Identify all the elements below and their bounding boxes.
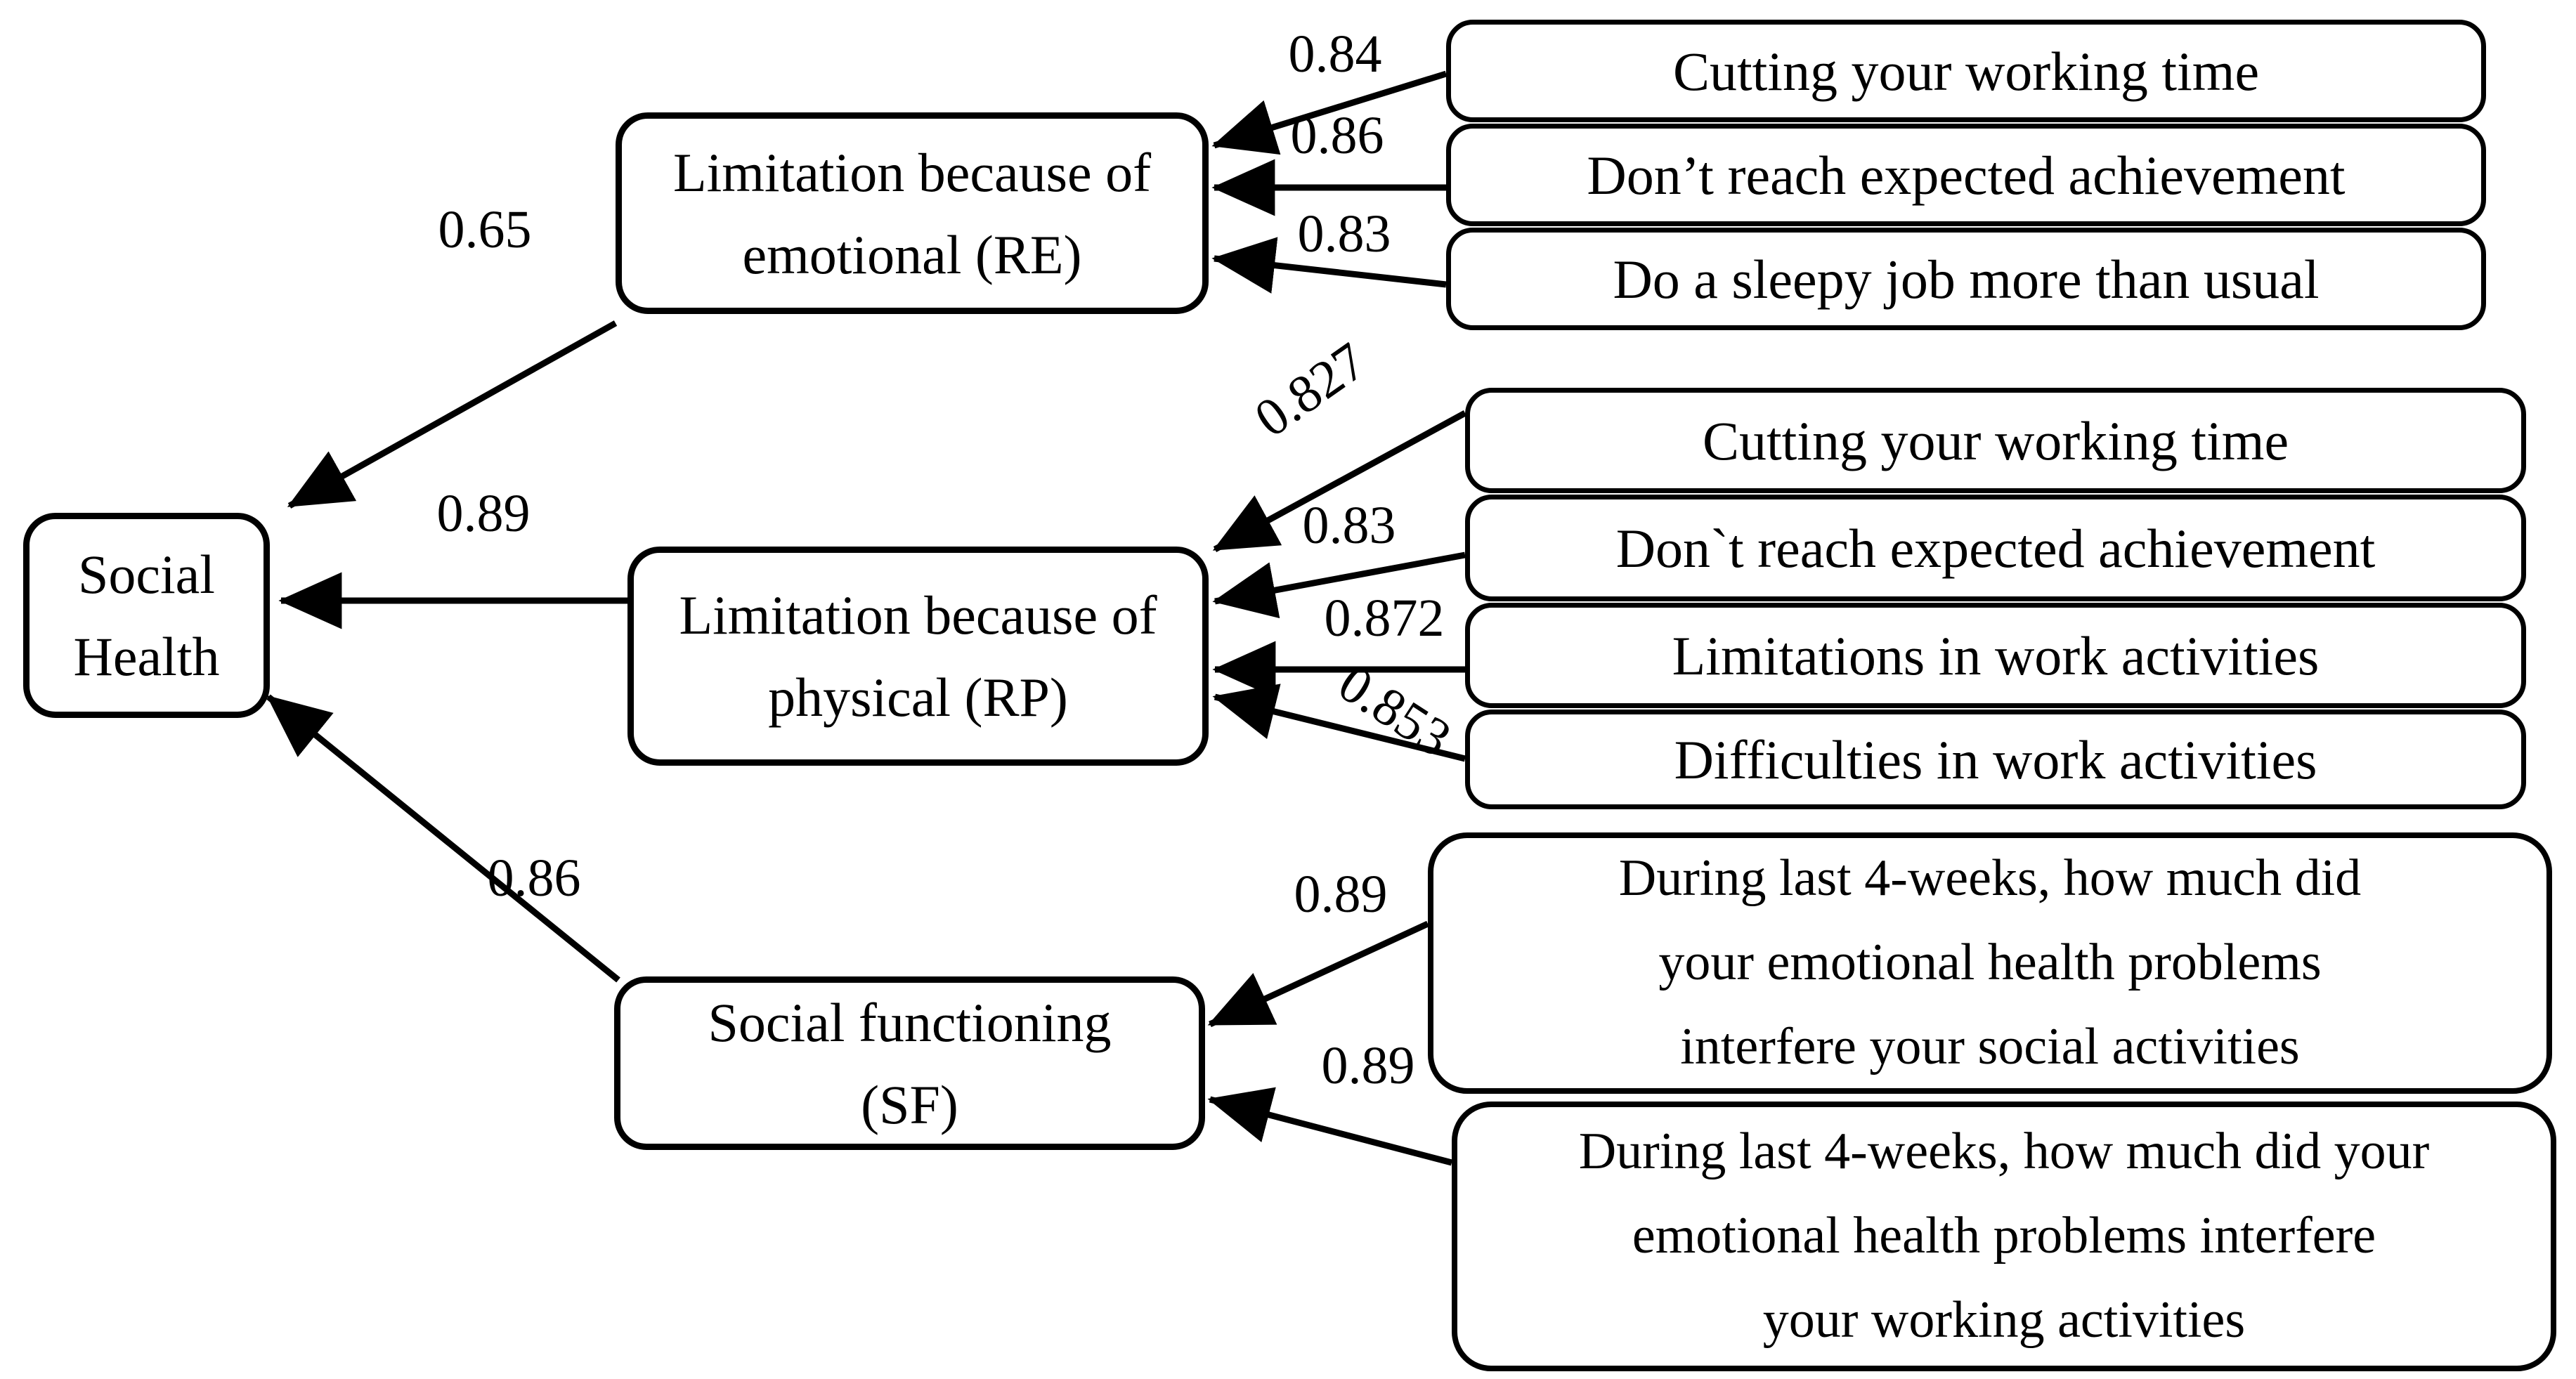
- loading-label-sf-item-1: 0.89: [1294, 865, 1388, 924]
- loading-label-re-social-health: 0.65: [438, 200, 532, 259]
- loading-label-re-item-2: 0.86: [1290, 106, 1384, 165]
- indicator-rp-item-1: Cutting your working time: [1465, 388, 2526, 493]
- indicator-rp-item-3: Limitations in work activities: [1465, 603, 2526, 708]
- indicator-rp-item-4: Difficulties in work activities: [1465, 710, 2526, 809]
- construct-social-health-box: Social Health: [23, 513, 270, 718]
- loading-label-sf-item-2: 0.89: [1321, 1036, 1415, 1095]
- loading-label-sf-social-health: 0.86: [487, 849, 581, 908]
- indicator-rp-item-2: Don`t reach expected achievement: [1465, 495, 2526, 601]
- arrow-item1-to-re: [1211, 70, 1448, 155]
- loading-label-rp-social-health: 0.89: [436, 484, 531, 543]
- arrow-item2-to-rp: [1212, 551, 1466, 619]
- loading-label-rp-item-3: 0.872: [1324, 589, 1445, 648]
- arrow-sf-to-social-health: [266, 694, 620, 983]
- arrow-item1-to-sf: [1207, 920, 1429, 1028]
- factor-limitation-emotional-box: Limitation because of emotional (RE): [616, 112, 1209, 314]
- indicator-sf-item-2: During last 4-weeks, how much did your e…: [1452, 1102, 2556, 1371]
- indicator-sf-item-1: During last 4-weeks, how much did your e…: [1428, 832, 2552, 1094]
- arrow-item4-to-rp: [1212, 684, 1466, 762]
- arrow-re-to-social-health: [287, 320, 618, 509]
- factor-social-functioning-box: Social functioning (SF): [614, 976, 1205, 1150]
- arrow-item3-to-re: [1211, 237, 1447, 294]
- arrow-item2-to-sf: [1207, 1087, 1453, 1166]
- loading-label-re-item-1: 0.84: [1288, 25, 1382, 84]
- loading-label-rp-item-2: 0.83: [1302, 496, 1396, 555]
- factor-limitation-physical-box: Limitation because of physical (RP): [627, 547, 1209, 766]
- loading-label-re-item-3: 0.83: [1297, 204, 1391, 263]
- arrow-item1-to-rp: [1212, 410, 1467, 552]
- indicator-re-item-3: Do a sleepy job more than usual: [1446, 228, 2486, 330]
- indicator-re-item-1: Cutting your working time: [1446, 20, 2486, 122]
- indicator-re-item-2: Don’t reach expected achievement: [1446, 124, 2486, 226]
